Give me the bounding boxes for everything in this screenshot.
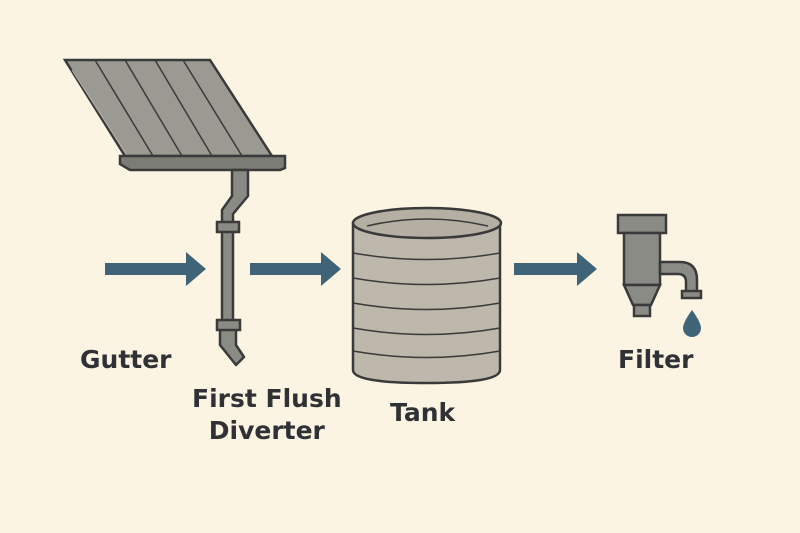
downspout-icon xyxy=(215,168,250,367)
arrow-1 xyxy=(105,252,206,286)
roof-panel-icon xyxy=(62,58,275,161)
gutter-icon xyxy=(118,154,287,172)
diverter-label: First Flush Diverter xyxy=(192,383,342,447)
filter-label: Filter xyxy=(618,345,694,374)
gutter-label: Gutter xyxy=(80,345,172,374)
filter-icon xyxy=(616,213,703,318)
tank-label: Tank xyxy=(390,398,456,427)
arrow-3 xyxy=(514,252,597,286)
diverter-label-line2: Diverter xyxy=(208,416,325,445)
arrow-2 xyxy=(250,252,341,286)
flow-arrow-icon xyxy=(105,252,597,286)
water-drop-icon xyxy=(683,310,701,337)
diverter-label-line1: First Flush xyxy=(192,384,342,413)
tank-icon xyxy=(351,206,503,385)
